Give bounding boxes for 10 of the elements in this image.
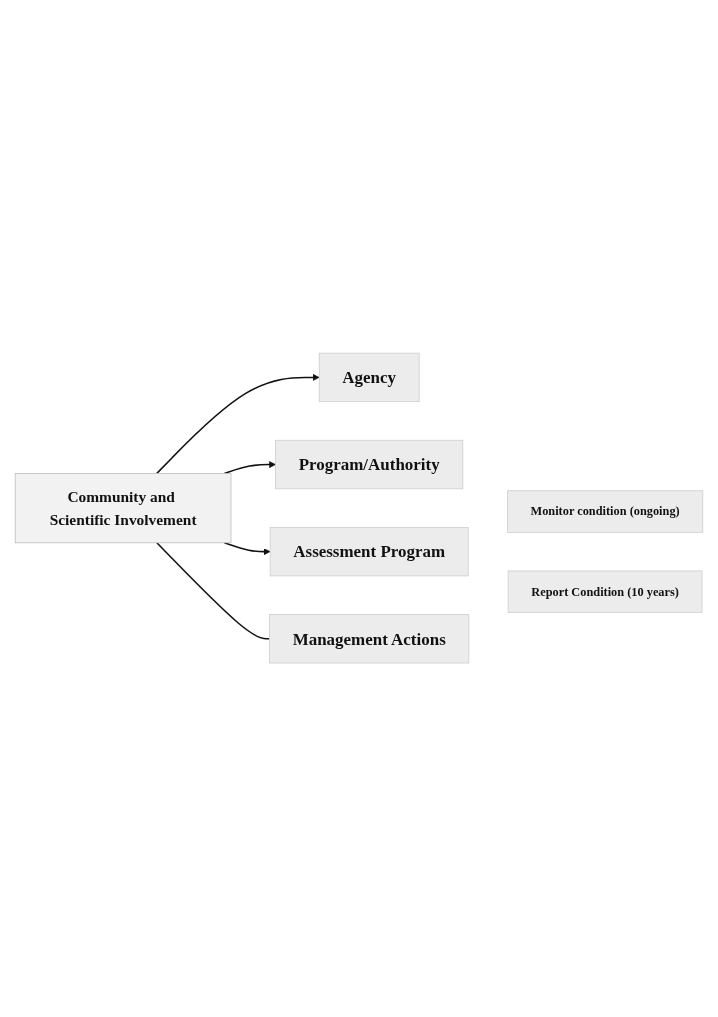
node-box: Management Actions (269, 614, 470, 664)
node-box: Community and Scientific Involvement (14, 473, 232, 544)
arrow (156, 374, 320, 475)
node-box: Report Condition (10 years) (507, 570, 703, 614)
node-box: Assessment Program (269, 527, 469, 577)
connector (156, 542, 271, 640)
node-box: Agency (318, 353, 420, 403)
node-box: Program/Authority (275, 440, 464, 490)
node-box: Monitor condition (ongoing) (507, 490, 704, 534)
arrow (223, 461, 276, 475)
